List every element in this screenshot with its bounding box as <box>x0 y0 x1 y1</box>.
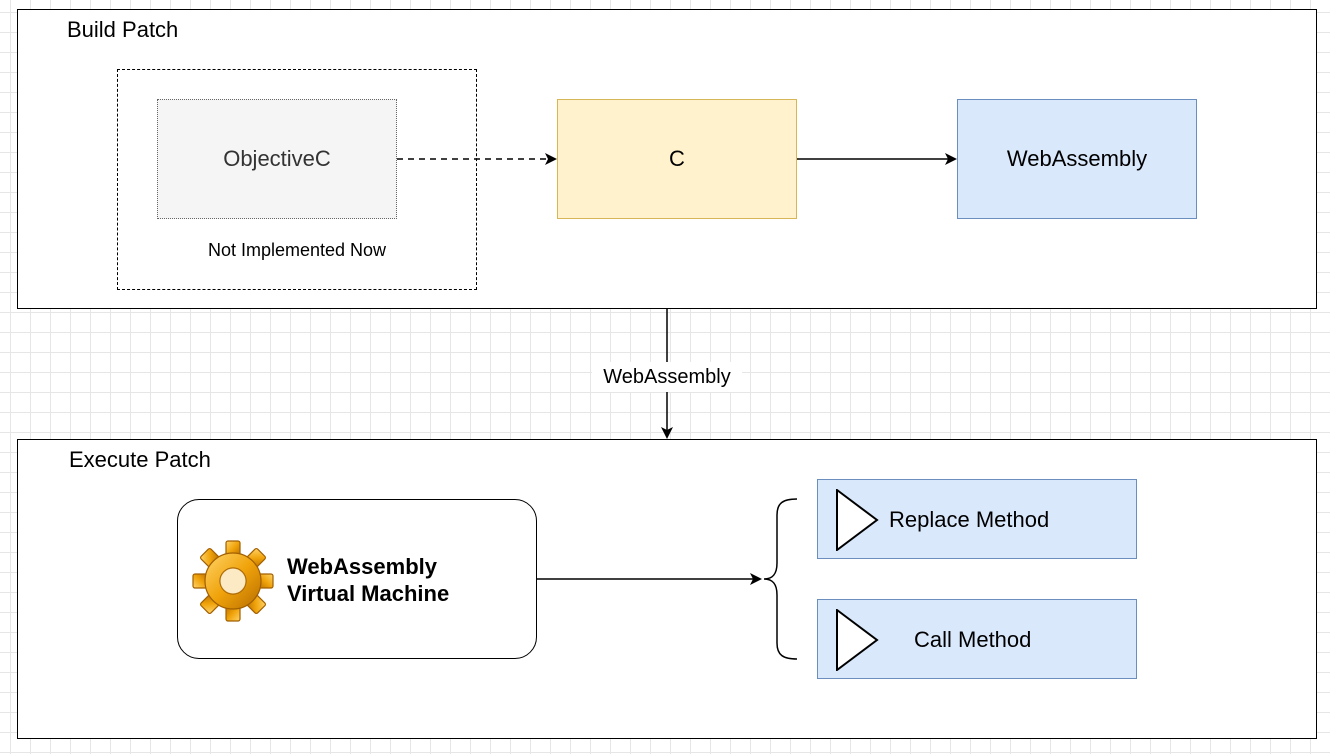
play-triangle-icon <box>836 489 879 551</box>
build-patch-title: Build Patch <box>67 17 179 42</box>
play-triangle-icon <box>836 609 879 671</box>
call-method-label: Call Method <box>914 627 1032 652</box>
webassembly-label: WebAssembly <box>1006 146 1148 171</box>
c-box: C <box>557 99 797 219</box>
gear-icon <box>192 540 274 622</box>
execute-patch-title: Execute Patch <box>69 447 211 472</box>
webassembly-box: WebAssembly <box>957 99 1197 219</box>
connector-label: WebAssembly <box>592 362 742 392</box>
replace-method-label: Replace Method <box>889 507 1050 532</box>
objectivec-label: ObjectiveC <box>223 146 331 171</box>
c-label: C <box>669 146 685 171</box>
objectivec-box: ObjectiveC <box>157 99 397 219</box>
virtual-machine-label: WebAssembly Virtual Machine <box>287 554 450 606</box>
not-implemented-label: Not Implemented Now <box>207 240 387 260</box>
